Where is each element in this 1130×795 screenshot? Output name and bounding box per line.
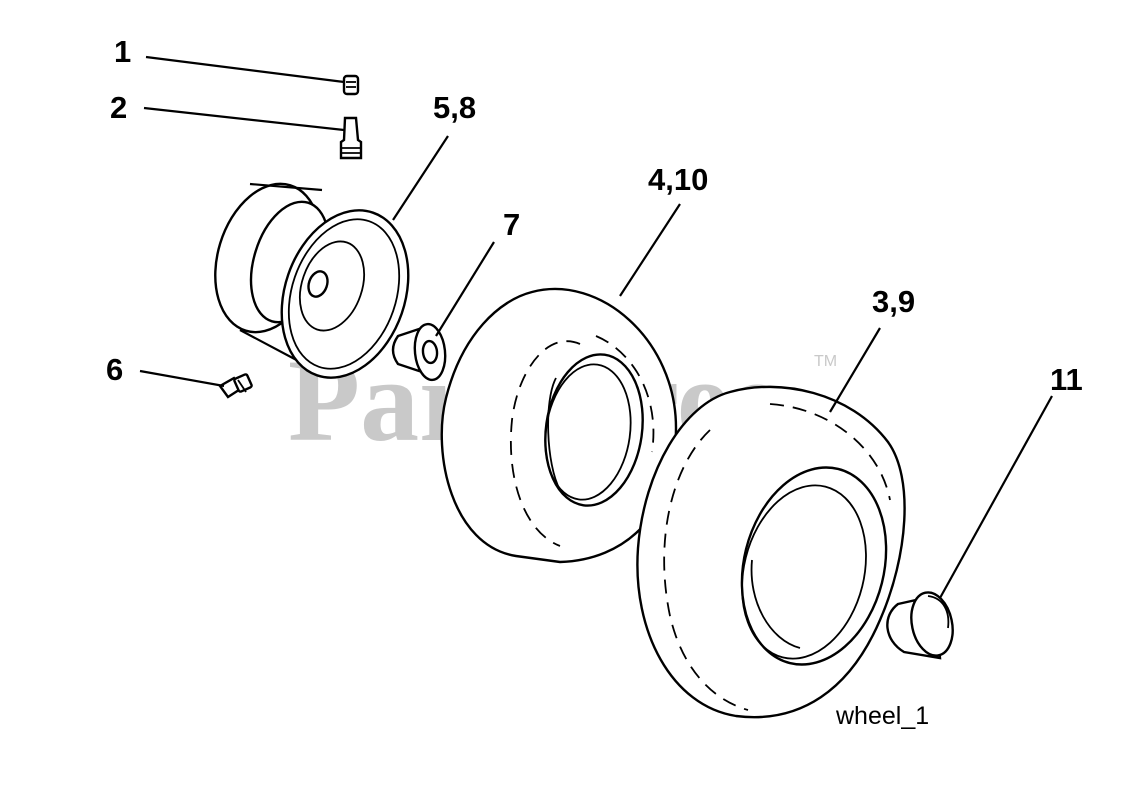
callout-7: 7 [503, 207, 520, 242]
leader-line-1 [145, 55, 345, 84]
callout-6: 6 [106, 352, 123, 387]
part-bushing[interactable] [391, 322, 448, 382]
part-tire-front[interactable] [440, 287, 678, 564]
leader-line-2 [143, 106, 345, 132]
leader-line-6 [139, 369, 225, 388]
part-hub-cap[interactable] [886, 589, 958, 660]
part-valve-stem[interactable] [339, 116, 363, 160]
leader-line-58 [392, 135, 449, 221]
callout-5-8: 5,8 [433, 90, 476, 125]
leader-line-410 [619, 203, 681, 297]
leader-line-11 [939, 395, 1053, 599]
callout-3-9: 3,9 [872, 284, 915, 319]
part-rim[interactable] [198, 171, 430, 395]
callout-2: 2 [110, 90, 127, 125]
part-tire-rear[interactable] [636, 385, 906, 719]
leader-line-7 [435, 241, 495, 337]
part-grease-fitting[interactable] [218, 373, 253, 399]
callout-11: 11 [1050, 362, 1083, 397]
callout-4-10: 4,10 [648, 162, 708, 197]
callout-1: 1 [114, 34, 131, 69]
part-valve-cap[interactable] [342, 74, 360, 96]
watermark-trademark: TM [814, 353, 837, 370]
diagram-caption: wheel_1 [835, 702, 929, 730]
leader-line-39 [829, 327, 881, 413]
